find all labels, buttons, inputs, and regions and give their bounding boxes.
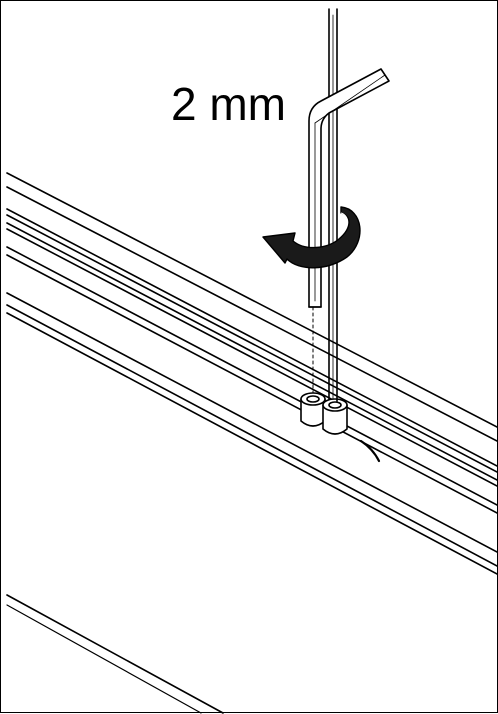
rail-profile bbox=[6, 172, 498, 576]
rail-groove-2 bbox=[6, 214, 498, 474]
rail-bottom-edge bbox=[6, 292, 498, 554]
rail-groove-3 bbox=[6, 222, 498, 482]
rail-groove-5 bbox=[6, 246, 498, 507]
panel-lower-edge-inner bbox=[6, 604, 202, 714]
rail-top-inner-edge bbox=[6, 186, 498, 443]
screw-boss-left bbox=[300, 392, 326, 427]
rail-bottom-lip bbox=[6, 312, 498, 576]
hex-key-short-arm bbox=[308, 68, 390, 308]
rail-groove-1 bbox=[6, 208, 498, 468]
panel-lower-edge bbox=[6, 594, 224, 714]
rail-groove-4 bbox=[6, 228, 498, 488]
screw-boss-right bbox=[322, 398, 348, 435]
rail-slot-curve bbox=[359, 439, 381, 463]
rail-groove-6 bbox=[6, 254, 498, 515]
rail-top-edge bbox=[6, 172, 498, 429]
rail-bottom-inner-edge bbox=[6, 304, 498, 568]
hex-key-size-label: 2 mm bbox=[171, 78, 286, 130]
rotation-arrow-icon bbox=[262, 206, 361, 269]
hex-key bbox=[308, 8, 390, 402]
